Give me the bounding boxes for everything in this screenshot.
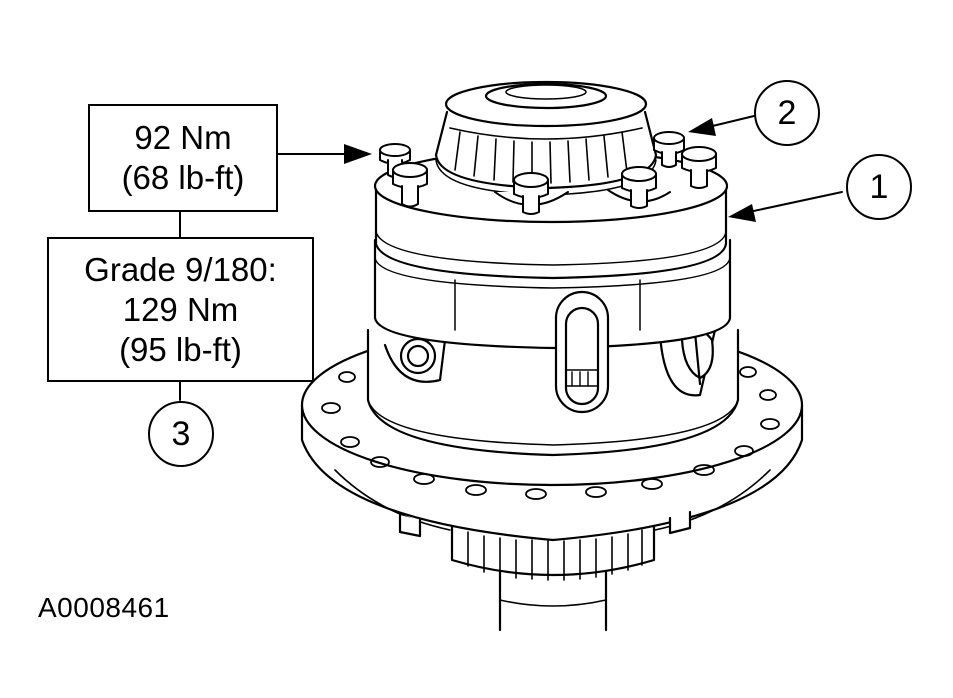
case-lower [366, 320, 740, 457]
figure-id: A0008461 [38, 592, 170, 623]
arrowhead-1 [728, 204, 756, 222]
torque-spec-box-upper: 92 Nm (68 lb-ft) [88, 104, 278, 212]
case-bolts [379, 131, 717, 215]
leader-arrowheads [344, 118, 756, 222]
torque-upper-imperial: (68 lb-ft) [121, 159, 245, 196]
side-bearing [434, 80, 658, 196]
callout-2: 2 [754, 80, 820, 146]
arrowhead-torque [344, 144, 372, 164]
torque-lower-grade: Grade 9/180: [84, 250, 277, 288]
callout-1: 1 [846, 154, 912, 220]
torque-upper-metric: 92 Nm [134, 119, 232, 156]
callout-3: 3 [148, 401, 214, 467]
torque-lower-imperial: (95 lb-ft) [119, 330, 242, 368]
torque-lower-metric: 129 Nm [122, 290, 239, 328]
torque-spec-box-lower: Grade 9/180: 129 Nm (95 lb-ft) [47, 237, 314, 382]
arrowhead-2 [688, 118, 716, 136]
